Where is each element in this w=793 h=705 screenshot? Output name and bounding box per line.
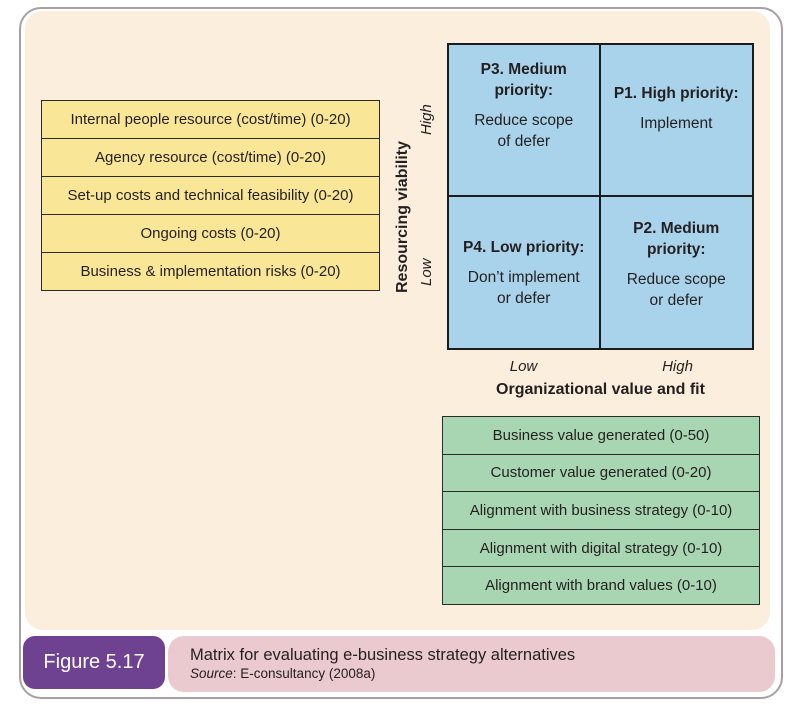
quadrant-heading: P3. Medium priority: (480, 61, 567, 100)
figure-label: Figure 5.17 (43, 651, 145, 673)
resourcing-criterion: Set-up costs and technical feasibility (… (42, 176, 379, 214)
quadrant-p2-medium-priority: P2. Medium priority: Reduce scope or def… (601, 197, 753, 349)
figure-label-badge: Figure 5.17 (23, 636, 165, 689)
resourcing-criteria-table: Internal people resource (cost/time) (0-… (41, 100, 380, 291)
quadrant-p1-high-priority: P1. High priority: Implement (600, 45, 752, 197)
value-criterion: Alignment with business strategy (0-10) (443, 491, 759, 529)
diagram-canvas: Internal people resource (cost/time) (0-… (25, 11, 770, 630)
quadrant-p4-low-priority: P4. Low priority: Don’t implement or def… (449, 196, 601, 348)
figure-caption-source: Source: E-consultancy (2008a) (190, 665, 775, 682)
source-prefix: Source (190, 666, 233, 681)
figure-caption-bar: Matrix for evaluating e-business strateg… (168, 636, 775, 692)
value-criterion: Alignment with digital strategy (0-10) (443, 528, 759, 567)
y-axis-tick-high: High (418, 104, 435, 136)
priority-matrix: P3. Medium priority: Reduce scope of def… (447, 43, 754, 350)
resourcing-criterion: Business & implementation risks (0-20) (42, 252, 379, 290)
quadrant-action: Reduce scope of defer (474, 112, 574, 151)
x-axis-tick-high: High (662, 358, 693, 375)
resourcing-criterion: Internal people resource (cost/time) (0-… (42, 101, 379, 138)
quadrant-p3-medium-priority: P3. Medium priority: Reduce scope of def… (449, 45, 601, 197)
quadrant-action: Implement (640, 115, 713, 133)
value-criterion: Customer value generated (0-20) (443, 453, 759, 492)
quadrant-action: Reduce scope or defer (626, 270, 726, 309)
source-text: : E-consultancy (2008a) (232, 666, 376, 681)
value-criterion: Business value generated (0-50) (443, 417, 759, 454)
figure-caption-title: Matrix for evaluating e-business strateg… (190, 646, 576, 664)
resourcing-criterion: Ongoing costs (0-20) (42, 214, 379, 252)
quadrant-action: Don’t implement or defer (467, 269, 580, 308)
resourcing-criterion: Agency resource (cost/time) (0-20) (42, 138, 379, 176)
x-axis-title: Organizational value and fit (496, 381, 705, 398)
value-criterion: Alignment with brand values (0-10) (443, 566, 759, 604)
y-axis-title: Resourcing viability (394, 140, 411, 294)
x-axis-tick-low: Low (509, 358, 538, 375)
value-criteria-table: Business value generated (0-50) Customer… (442, 416, 760, 605)
quadrant-heading: P4. Low priority: (463, 239, 585, 257)
quadrant-heading: P1. High priority: (613, 85, 739, 103)
y-axis-tick-low: Low (418, 258, 435, 286)
quadrant-heading: P2. Medium priority: (633, 219, 720, 258)
